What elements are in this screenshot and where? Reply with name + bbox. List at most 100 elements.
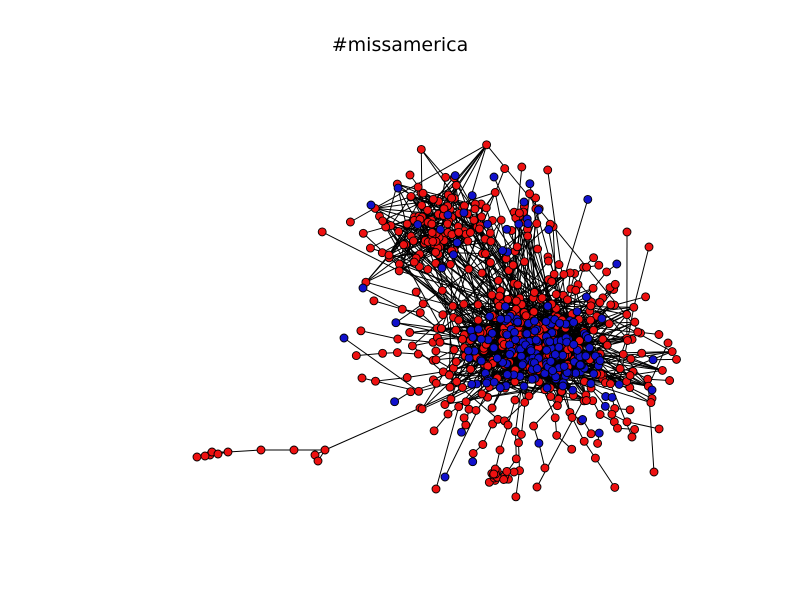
graph-node-red	[459, 413, 469, 423]
graph-node-red	[510, 395, 520, 405]
graph-node-red	[593, 438, 603, 448]
graph-node-red	[496, 215, 506, 225]
graph-edge	[410, 195, 445, 211]
graph-node-red	[563, 295, 572, 305]
graph-node-red	[495, 291, 505, 301]
graph-node-blue	[568, 385, 578, 395]
graph-edge	[594, 457, 616, 488]
graph-node-blue	[437, 263, 447, 273]
graph-node-red	[606, 379, 615, 389]
graph-node-red	[550, 413, 560, 423]
graph-edge	[373, 300, 403, 310]
graph-node-red	[665, 376, 675, 385]
graph-node-blue	[534, 438, 544, 448]
graph-node-blue	[483, 219, 492, 229]
graph-node-blue	[463, 346, 473, 356]
graph-node-blue	[485, 311, 495, 321]
graph-node-red	[431, 378, 441, 388]
graph-node-blue	[502, 330, 512, 340]
graph-node-blue	[435, 225, 445, 234]
graph-node-blue	[489, 343, 499, 353]
graph-edge	[600, 353, 631, 360]
graph-node-red	[473, 315, 483, 325]
graph-node-red	[654, 424, 664, 434]
graph-node-red	[641, 292, 651, 302]
graph-node-red	[405, 328, 415, 337]
graph-node-red	[485, 228, 495, 238]
graph-node-red	[431, 355, 441, 365]
graph-node-red	[415, 308, 425, 318]
graph-node-blue	[569, 340, 579, 349]
graph-node-blue	[358, 283, 368, 293]
graph-node-red	[431, 247, 441, 257]
graph-node-red	[406, 191, 416, 201]
graph-node-blue	[452, 238, 462, 248]
graph-node-red	[413, 182, 423, 192]
graph-node-red	[517, 162, 527, 172]
graph-node-red	[464, 264, 474, 274]
figure-title: #missamerica	[331, 34, 469, 56]
graph-node-red	[437, 285, 447, 295]
graph-node-red	[493, 276, 503, 285]
graph-node-red	[516, 429, 526, 439]
graph-node-red	[413, 349, 423, 359]
graph-node-red	[416, 144, 426, 154]
graph-node-blue	[339, 333, 349, 343]
graph-node-red	[470, 204, 480, 214]
graph-node-red	[627, 432, 637, 442]
graph-node-red	[443, 219, 452, 229]
graph-node-red	[581, 396, 591, 405]
graph-node-blue	[468, 332, 478, 342]
graph-node-red	[511, 454, 521, 464]
graph-node-red	[654, 330, 664, 339]
graph-node-blue	[554, 342, 564, 352]
graph-node-red	[514, 208, 524, 218]
graph-node-red	[447, 193, 457, 203]
graph-node-red	[513, 280, 523, 290]
graph-node-red	[451, 357, 461, 367]
graph-edge	[598, 356, 663, 371]
graph-node-red	[452, 377, 462, 387]
graph-node-red	[477, 268, 487, 278]
graph-node-red	[397, 304, 407, 314]
graph-edge	[586, 271, 607, 298]
graph-node-blue	[527, 374, 537, 384]
graph-node-red	[351, 351, 361, 361]
graph-node-red	[481, 203, 491, 213]
graph-node-blue	[519, 381, 529, 391]
graph-node-red	[637, 348, 647, 358]
graph-node-red	[369, 296, 379, 306]
graph-node-red	[629, 302, 639, 312]
graph-node-blue	[586, 379, 596, 388]
graph-node-red	[586, 429, 596, 439]
graph-node-red	[589, 253, 599, 263]
graph-node-red	[623, 336, 632, 345]
graph-node-red	[543, 165, 553, 175]
graph-node-red	[409, 257, 419, 267]
graph-node-blue	[443, 210, 453, 220]
graph-node-red	[525, 189, 535, 199]
graph-node-red	[613, 423, 622, 433]
graph-node-red	[423, 205, 433, 215]
graph-node-red	[357, 373, 367, 383]
graph-node-red	[256, 445, 266, 455]
graph-node-red	[471, 405, 481, 415]
graph-edge	[395, 223, 538, 324]
graph-node-red	[630, 317, 640, 327]
graph-node-red	[508, 260, 518, 270]
graph-node-red	[503, 420, 513, 430]
graph-node-red	[418, 299, 428, 309]
graph-node-red	[567, 413, 577, 422]
graph-node-blue	[492, 353, 502, 363]
graph-node-blue	[559, 361, 569, 371]
graph-node-red	[663, 338, 673, 348]
graph-edge	[633, 246, 650, 308]
graph-node-blue	[558, 381, 568, 391]
graph-node-red	[586, 301, 596, 311]
graph-node-red	[607, 409, 617, 419]
graph-node-red	[511, 492, 521, 502]
graph-edge	[444, 386, 490, 478]
graph-node-red	[358, 228, 368, 238]
graph-node-red	[427, 228, 437, 238]
